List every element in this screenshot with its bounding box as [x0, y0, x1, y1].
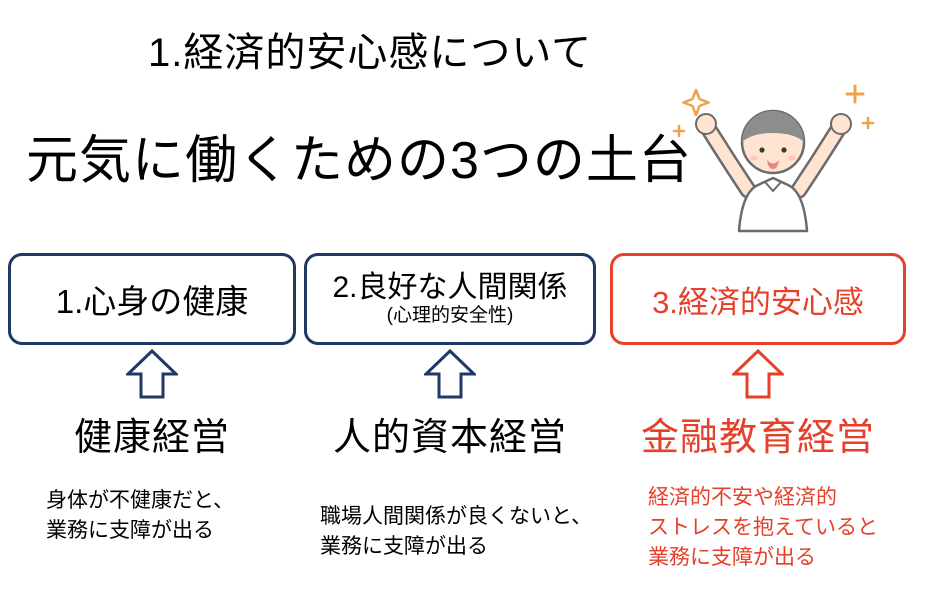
person-body [737, 176, 809, 233]
up-arrow-icon-3 [732, 349, 784, 399]
person-arms [695, 113, 852, 199]
foundation-box-2-sublabel: (心理的安全性) [386, 304, 514, 326]
happy-person-illustration [672, 84, 875, 233]
foundation-box-1-label: 1.心身の健康 [55, 283, 249, 320]
foundation-box-2: 2.良好な人間関係 (心理的安全性) [304, 253, 596, 345]
up-arrow-icon-1 [126, 349, 178, 399]
column-description-1: 身体が不健康だと、 業務に支障が出る [46, 489, 235, 542]
person-head [740, 109, 806, 175]
foundation-box-3-label: 3.経済的安心感 [652, 284, 864, 320]
sparkle-icons [672, 84, 875, 138]
column-description-2: 職場人間関係が良くないと、 業務に支障が出る [320, 505, 593, 558]
management-label-2: 人的資本経営 [332, 417, 567, 459]
slide-subtitle: 元気に働くための3つの土台 [26, 132, 692, 190]
foundation-box-2-label: 2.良好な人間関係 [332, 271, 568, 305]
up-arrow-icon-2 [424, 349, 476, 399]
foundation-box-3: 3.経済的安心感 [610, 253, 906, 345]
column-description-3: 経済的不安や経済的 ストレスを抱えていると 業務に支障が出る [648, 486, 878, 569]
management-label-3: 金融教育経営 [640, 417, 875, 459]
page-title: 1.経済的安心感について [148, 31, 593, 75]
management-label-1: 健康経営 [73, 417, 230, 459]
foundation-box-1: 1.心身の健康 [8, 253, 296, 345]
